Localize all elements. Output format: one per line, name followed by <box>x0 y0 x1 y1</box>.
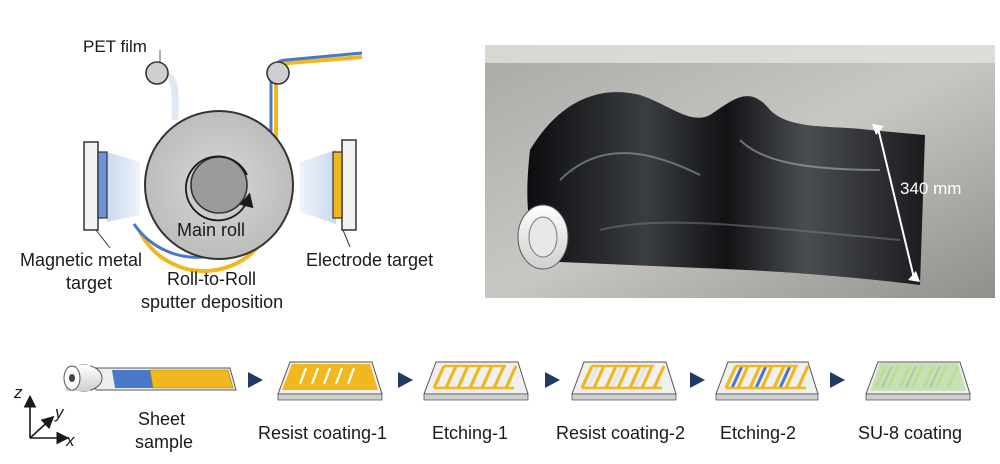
coordinate-axes: z y x <box>13 383 75 450</box>
magnetic-sputter-beam <box>107 152 140 222</box>
magnetic-target-label-line2: target <box>66 273 112 293</box>
roll-core-hole <box>528 216 558 258</box>
step-etching-1-label: Etching-1 <box>432 423 508 443</box>
step-sheet-label-line1: Sheet <box>138 409 185 429</box>
main-roll-label: Main roll <box>177 220 245 240</box>
magnetic-target-leader <box>95 229 111 249</box>
electrode-target-plate <box>332 151 343 219</box>
step-resist-2-label: Resist coating-2 <box>556 423 685 443</box>
sputter-schematic: PET film Main roll Magnetic metal target… <box>20 37 433 312</box>
step-etching-2: Etching-2 <box>715 361 819 443</box>
process-label-line2: sputter deposition <box>141 292 283 312</box>
coated-film-sheet <box>527 92 925 285</box>
magnetic-target-plate <box>97 151 108 219</box>
step-arrow-icon <box>690 372 705 388</box>
electrode-target-backplate <box>341 139 357 231</box>
guide-roller-right <box>266 61 290 85</box>
step-resist-coating-2: Resist coating-2 <box>556 361 685 443</box>
step-resist-coating-1: Resist coating-1 <box>258 361 387 443</box>
step-etching-2-label: Etching-2 <box>720 423 796 443</box>
pet-film-label: PET film <box>83 37 147 56</box>
step-arrow-icon <box>830 372 845 388</box>
step-arrow-icon <box>248 372 263 388</box>
main-roll-inner <box>190 156 248 214</box>
electrode-target-label: Electrode target <box>306 250 433 270</box>
magnetic-target-backplate <box>83 141 99 231</box>
film-roll-photo: 340 mm <box>485 45 995 298</box>
step-su8-label: SU-8 coating <box>858 423 962 443</box>
guide-roller-left <box>145 61 169 85</box>
step-etching-1: Etching-1 <box>423 361 529 443</box>
axis-x-label: x <box>65 431 75 450</box>
axis-y-label: y <box>54 403 65 422</box>
width-dimension-label: 340 mm <box>900 179 961 198</box>
rotation-arrow-icon <box>185 155 254 222</box>
magnetic-target-label-line1: Magnetic metal <box>20 250 142 270</box>
step-sheet-sample: Sheet sample <box>63 364 237 452</box>
step-su8-coating: SU-8 coating <box>858 361 971 443</box>
process-label-line1: Roll-to-Roll <box>167 269 256 289</box>
step-arrow-icon <box>545 372 560 388</box>
axis-z-label: z <box>13 383 23 402</box>
electrode-target-leader <box>342 229 351 248</box>
step-arrow-icon <box>398 372 413 388</box>
step-resist-1-label: Resist coating-1 <box>258 423 387 443</box>
electrode-sputter-beam <box>300 150 336 224</box>
step-sheet-label-line2: sample <box>135 432 193 452</box>
process-flow: z y x Sheet sample Resist coat <box>13 361 971 452</box>
width-dimension-arrow <box>877 127 915 279</box>
